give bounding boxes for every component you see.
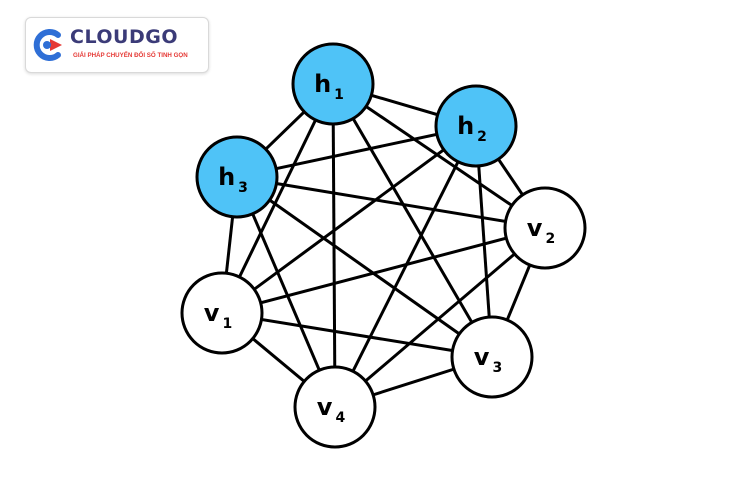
node-circle-v3 [450, 315, 534, 399]
edge-v1-v3 [221, 311, 493, 359]
edge-h1-v2 [332, 82, 546, 230]
edge-h3-v2 [236, 175, 546, 230]
brand-tagline: GIẢI PHÁP CHUYỂN ĐỔI SỐ TINH GỌN [73, 52, 188, 59]
node-circle-h1 [291, 42, 375, 126]
node-circle-v2 [503, 186, 587, 270]
brand-name: CLOUDGO [70, 26, 178, 48]
edge-h3-v3 [236, 175, 493, 359]
edge-v2-v4 [334, 226, 546, 409]
cloudgo-mark-icon [33, 29, 62, 61]
edge-v1-v2 [221, 226, 546, 315]
edge-h1-v3 [331, 83, 494, 358]
node-circle-h2 [434, 84, 518, 168]
cloudgo-logo[interactable]: CLOUDGO GIẢI PHÁP CHUYỂN ĐỔI SỐ TINH GỌN [25, 17, 209, 73]
edge-h2-v1 [221, 124, 477, 315]
edge-h2-v4 [333, 125, 478, 408]
edge-h1-v1 [220, 83, 335, 314]
node-circle-v1 [180, 271, 264, 355]
node-circle-v4 [293, 365, 377, 449]
edge-h3-v4 [235, 176, 337, 408]
node-circle-h3 [195, 135, 279, 219]
